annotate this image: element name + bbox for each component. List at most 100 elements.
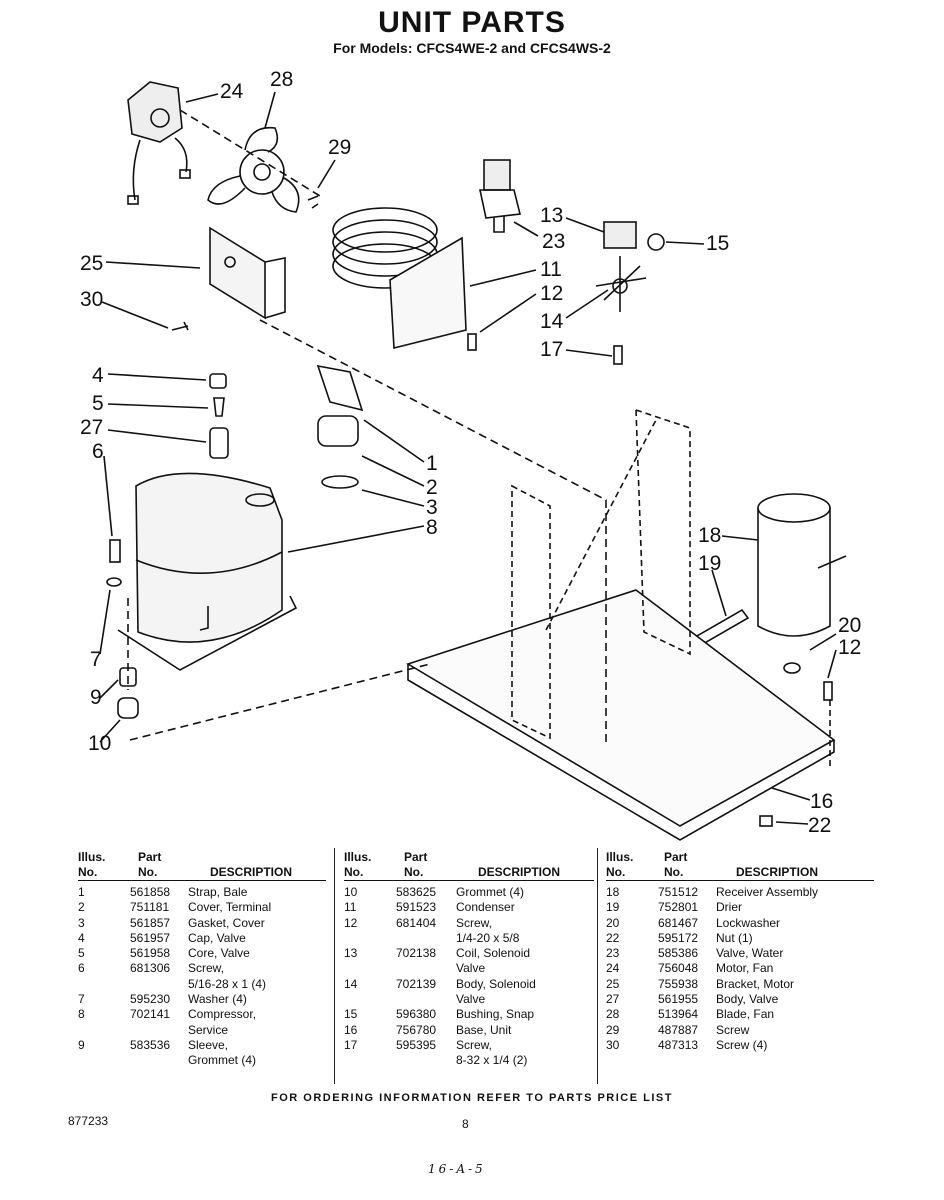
part-number: 702138 [396,946,437,961]
unit-base-drawing [406,408,836,841]
part-number: 561958 [130,946,171,961]
callout-30: 30 [80,288,103,311]
part-number: 585386 [658,946,699,961]
part-number: 702139 [396,976,437,991]
part-number: 751181 [130,900,170,915]
valve-cap-drawing [209,373,227,389]
callout-17: 17 [540,338,563,361]
callout-23: 23 [542,230,565,253]
header-description: DESCRIPTION [210,865,293,879]
part-description: Gasket, Cover [188,915,265,930]
header-part-no: No. [404,865,424,879]
part-description: Receiver Assembly [716,885,819,899]
screw-12-right-drawing [823,681,833,701]
illus-number: 6 [78,961,85,976]
header-illus-no: No. [606,865,626,879]
exploded-parts-diagram: 24 28 29 25 30 13 23 15 11 12 14 17 4 5 … [80,68,861,841]
part-description: Motor, Fan [716,961,774,976]
callout-29: 29 [328,136,351,159]
table-row: 5/16-28 x 1 (4) [78,977,326,992]
callout-28: 28 [270,68,293,91]
part-description: Core, Valve [188,946,250,961]
part-number: 595172 [658,930,699,945]
illus-number: 5 [78,946,85,961]
header-description: DESCRIPTION [736,865,819,879]
part-description: Cover, Terminal [188,900,272,915]
ordering-info: FOR ORDERING INFORMATION REFER TO PARTS … [271,1092,673,1104]
part-number: 595395 [396,1037,437,1052]
header-illus-no: No. [78,865,98,879]
table-header: Illus. No. Part No. DESCRIPTION [78,848,326,881]
callout-6: 6 [92,440,104,463]
callout-15: 15 [706,232,729,255]
part-description: Blade, Fan [716,1007,775,1022]
part-description: Screw, [456,1037,493,1052]
callout-4: 4 [92,364,104,387]
header-part: Part [664,850,688,864]
models-subtitle: For Models: CFCS4WE-2 and CFCS4WS-2 [333,40,611,56]
screw-30-drawing [171,321,189,331]
parts-table-col-3: Illus. No. Part No. DESCRIPTION 18 751512… [606,848,874,1053]
part-description: Valve, Water [716,946,784,961]
callout-18: 18 [698,524,721,547]
illus-number: 29 [606,1022,620,1037]
lockwasher-drawing [783,662,801,674]
header-part-no: No. [138,865,158,879]
table-header: Illus. No. Part No. DESCRIPTION [344,848,594,881]
part-description: Coil, Solenoid [456,946,531,961]
callout-22: 22 [808,814,831,837]
part-number: 702141 [130,1007,171,1022]
part-number: 583536 [130,1037,171,1052]
illus-number: 23 [606,946,620,961]
part-number: 561857 [130,915,171,930]
gasket-drawing [321,475,359,489]
callout-5: 5 [92,392,104,415]
part-number: 681306 [130,961,171,976]
callout-9: 9 [90,686,102,709]
part-description: Grommet (4) [456,885,525,899]
column-divider [597,848,598,1084]
handwritten-note: 16-A-5 [428,1162,486,1176]
illus-number: 28 [606,1007,620,1022]
header-illus: Illus. [78,850,106,864]
part-description: Sleeve, [188,1037,229,1052]
part-description: Compressor, [188,1007,257,1022]
bale-strap-drawing [316,364,364,412]
part-description: Service [188,1022,229,1037]
water-valve-drawing [479,159,521,233]
callout-7: 7 [90,648,102,671]
part-number: 681467 [658,915,699,930]
callout-11: 11 [540,258,562,281]
illus-number: 11 [344,900,357,915]
part-number: 596380 [396,1007,437,1022]
part-number: 681404 [396,915,437,930]
part-number: 751512 [658,885,699,899]
part-number: 755938 [658,976,699,991]
part-description: Valve [456,992,486,1007]
part-number: 756048 [658,961,699,976]
screw-12-drawing [467,333,477,351]
table-row: 1/4-20 x 5/8 [344,931,594,946]
callout-3: 3 [426,496,438,519]
illus-number: 18 [606,885,620,899]
callout-1: 1 [426,452,438,475]
table-header: Illus. No. Part No. DESCRIPTION [606,848,874,881]
table-row: 18 751512 Receiver Assembly [606,885,874,900]
